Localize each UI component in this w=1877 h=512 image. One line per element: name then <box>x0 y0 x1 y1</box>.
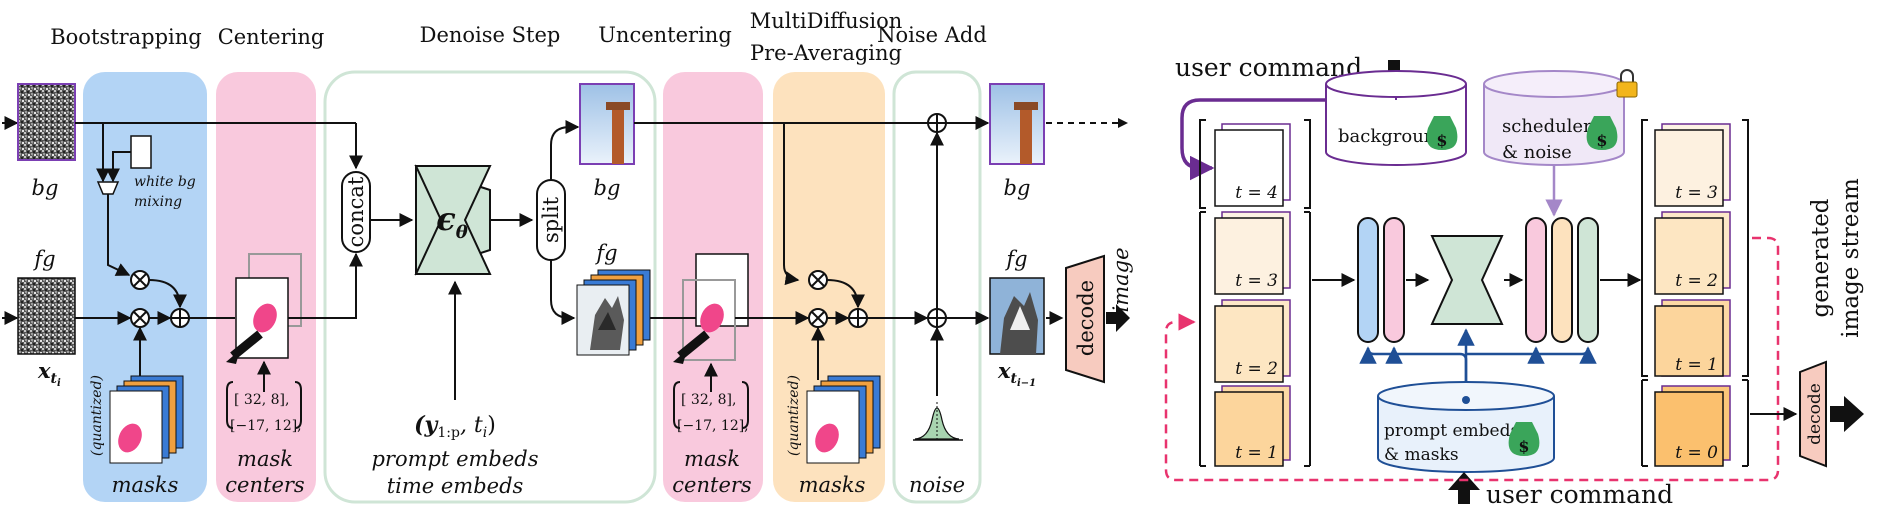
decode-label-right: decode <box>1805 383 1825 445</box>
mask-centers-label-1b: centers <box>225 473 305 497</box>
x-ti-label: xti <box>37 358 61 389</box>
prompt-embeds-db <box>1377 381 1555 473</box>
masks-label-2: masks <box>799 473 866 497</box>
quantized-label-2: (quantized) <box>786 375 802 456</box>
eps-theta-label: ϵθ <box>436 200 468 243</box>
left-stack-t3: t = 3 <box>1235 271 1278 291</box>
split-label: split <box>539 196 563 243</box>
white-bg-label-2: mixing <box>134 194 182 210</box>
bg-input-label: bg <box>32 176 59 200</box>
white-bg-box <box>130 135 152 169</box>
bg-noise-image <box>17 83 76 161</box>
centers-row-1: [ 32, 8], <box>234 392 289 408</box>
stream-label-1: generated <box>1808 198 1834 317</box>
masks-label-1: masks <box>112 473 179 497</box>
decode-block-right <box>1799 360 1827 468</box>
right-stack-t2: t = 2 <box>1675 271 1718 291</box>
fg-input-label: fg <box>32 247 55 271</box>
stage-multidiffusion-2: Pre-Averaging <box>750 41 902 65</box>
scheduler-label-1: scheduler <box>1502 116 1592 137</box>
stage-noise-add: Noise Add <box>877 23 987 47</box>
fg-mid-label: fg <box>594 241 617 265</box>
white-bg-label-1: white bg <box>134 174 196 190</box>
prompt-time-formula: (y1:p, ti) <box>414 412 496 441</box>
decode-label-left: decode <box>1074 280 1098 356</box>
noise-add-band <box>892 70 982 504</box>
encoder-block-1 <box>1357 217 1379 343</box>
right-timestep-stack <box>1654 123 1731 467</box>
prompt-db-label-1: prompt embeds <box>1384 421 1519 441</box>
centers-row-2: [−17, 12], <box>230 418 302 434</box>
stage-bootstrapping: Bootstrapping <box>50 25 202 49</box>
user-command-bottom: user command <box>1486 480 1673 509</box>
mask-centers-label-1a: mask <box>237 447 293 471</box>
right-panel: user command background $ scheduler & no… <box>1164 53 1864 509</box>
mask-stack-1 <box>109 375 184 464</box>
svg-text:$: $ <box>1436 131 1447 150</box>
mask-stack-2 <box>806 375 881 464</box>
fg-noise-image <box>17 277 76 355</box>
centers-row-4: [−17, 12], <box>677 418 749 434</box>
money-bag-icon: $ <box>1426 116 1458 150</box>
background-label: background <box>1338 126 1447 147</box>
decoder-block-3 <box>1577 217 1599 343</box>
noise-gaussian-icon <box>913 402 963 441</box>
left-stack-t4: t = 4 <box>1235 183 1278 203</box>
fg-out-image <box>989 277 1045 355</box>
concat-block <box>341 171 371 253</box>
left-stack-t2: t = 2 <box>1235 359 1278 379</box>
svg-text:$: $ <box>1596 131 1607 150</box>
quantized-label-1: (quantized) <box>89 375 105 456</box>
prompt-db-label-2: & masks <box>1384 445 1459 465</box>
left-panel: Bootstrapping Centering Denoise Step Unc… <box>2 9 1133 504</box>
fg-mid-stack <box>576 269 651 356</box>
image-output-arrow <box>1106 304 1130 332</box>
user-command-bottom-arrow <box>1448 472 1480 504</box>
user-command-top: user command <box>1175 53 1362 82</box>
stage-multidiffusion-1: MultiDiffusion <box>750 9 903 33</box>
decode-block-left <box>1065 254 1105 384</box>
scheduler-label-2: & noise <box>1502 142 1572 163</box>
denoise-band <box>323 70 657 504</box>
decoder-block-1 <box>1525 217 1547 343</box>
stage-uncentering: Uncentering <box>598 23 732 47</box>
prompt-embeds-label: prompt embeds <box>371 447 538 471</box>
svg-text:$: $ <box>1518 437 1529 456</box>
decoder-block-2 <box>1551 217 1573 343</box>
right-stack-t1: t = 1 <box>1675 355 1718 375</box>
concat-label: concat <box>344 176 368 247</box>
right-stack-t0: t = 0 <box>1675 443 1718 463</box>
mask-centers-label-2a: mask <box>684 447 740 471</box>
unet-block <box>1430 235 1504 325</box>
bg-out-image <box>989 83 1045 165</box>
money-bag-icon-2: $ <box>1586 116 1618 150</box>
lock-icon <box>1616 69 1638 98</box>
stream-label-2: image stream <box>1838 178 1864 338</box>
bg-mid-image <box>579 83 635 165</box>
left-stack-t1: t = 1 <box>1235 443 1278 463</box>
x-ti-1-label: xti−1 <box>997 358 1036 389</box>
uncentered-mask-card <box>682 279 736 361</box>
stage-centering: Centering <box>218 25 325 49</box>
bg-out-label: bg <box>1004 176 1031 200</box>
centers-row-3: [ 32, 8], <box>681 392 736 408</box>
left-timestep-stack <box>1214 123 1291 467</box>
right-stack-t3: t = 3 <box>1675 183 1718 203</box>
time-embeds-label: time embeds <box>387 474 524 498</box>
stage-denoise: Denoise Step <box>420 23 561 47</box>
fg-out-label: fg <box>1004 247 1027 271</box>
mask-centers-label-2b: centers <box>672 473 752 497</box>
image-label: image <box>1109 247 1133 312</box>
money-bag-icon-3: $ <box>1508 422 1540 456</box>
noise-label: noise <box>909 473 965 497</box>
bg-mid-label: bg <box>594 176 621 200</box>
stream-output-arrow <box>1830 396 1864 432</box>
encoder-block-2 <box>1383 217 1405 343</box>
